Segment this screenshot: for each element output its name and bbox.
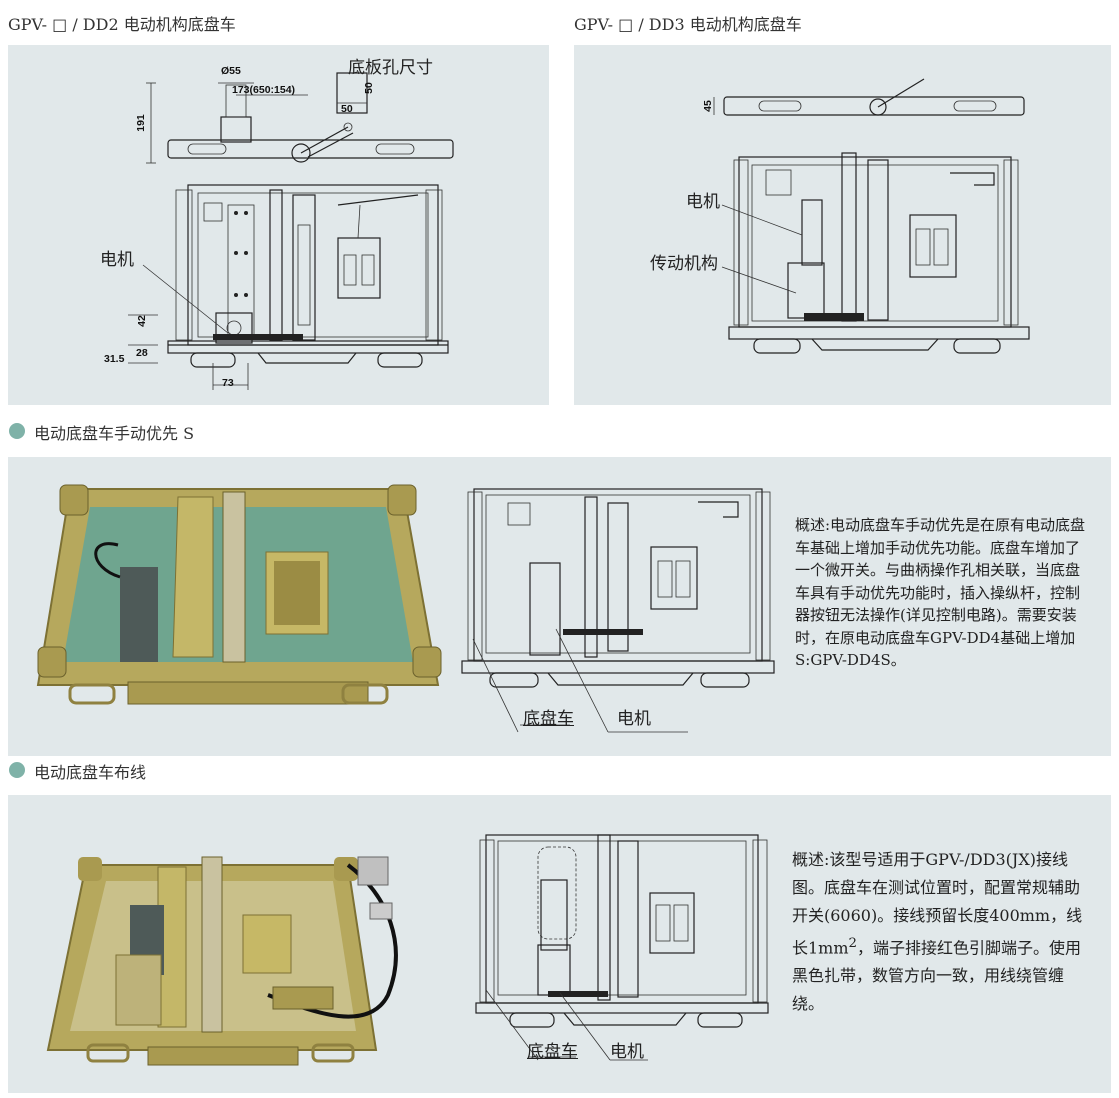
dim-173: 173(650:154) <box>232 84 296 96</box>
dd2-technical-drawing <box>128 72 454 390</box>
dd3-drawing-panel: 45 电机 传动机构 <box>574 45 1111 405</box>
section-bullet-icon <box>9 762 25 778</box>
dd3-mechanism-label: 传动机构 <box>650 254 718 274</box>
wiring-description: 概述:该型号适用于GPV-/DD3(JX)接线图。底盘车在测试位置时，配置常规辅… <box>792 846 1090 1018</box>
dd2-drawing-panel: 底板孔尺寸 电机 Ø55 173(650:154) 191 50 50 42 2… <box>8 45 549 405</box>
wiring-panel: 底盘车 电机 概述:该型号适用于GPV-/DD3(JX)接线图。底盘车在测试位置… <box>8 795 1111 1093</box>
wiring-illustrations <box>46 834 769 1066</box>
dd3-title: GPV- □ / DD3 电动机构底盘车 <box>574 15 802 34</box>
wiring-superscript: 2 <box>848 936 858 951</box>
wiring-motor-label: 电机 <box>610 1042 644 1062</box>
manual-priority-heading: 电动底盘车手动优先 S <box>34 424 195 443</box>
manual-priority-description: 概述:电动底盘车手动优先是在原有电动底盘车基础上增加手动优先功能。底盘车增加了一… <box>795 516 1086 669</box>
wiring-heading: 电动底盘车布线 <box>34 763 147 782</box>
dd2-title: GPV- □ / DD2 电动机构底盘车 <box>8 15 236 34</box>
hole-size-label: 底板孔尺寸 <box>348 58 433 78</box>
dd2-motor-label: 电机 <box>100 250 134 270</box>
dim-50-b: 50 <box>362 82 375 94</box>
manual-chassis-label: 底盘车 <box>523 709 574 729</box>
dim-45: 45 <box>701 100 714 112</box>
dim-191: 191 <box>134 114 147 132</box>
dim-42: 42 <box>135 315 148 327</box>
section-bullet-icon <box>9 423 25 439</box>
manual-motor-label: 电机 <box>617 709 651 729</box>
manual-priority-panel: 底盘车 电机 概述:电动底盘车手动优先是在原有电动底盘车基础上增加手动优先功能。… <box>8 457 1111 756</box>
dd3-technical-drawing <box>713 78 1030 354</box>
dd3-motor-label: 电机 <box>686 192 720 212</box>
wiring-description-part1: 概述:该型号适用于GPV-/DD3(JX)接线图。底盘车在测试位置时，配置常规辅… <box>792 850 1083 958</box>
dim-d55: Ø55 <box>221 65 241 77</box>
dim-31-5: 31.5 <box>104 353 125 365</box>
manual-priority-illustrations <box>36 484 775 733</box>
wiring-description-part2: ，端子排接红色引脚端子。使用黑色扎带，数管方向一致，用线绕管缠绕。 <box>792 938 1082 1014</box>
wiring-chassis-label: 底盘车 <box>527 1042 578 1062</box>
dim-28: 28 <box>136 347 148 359</box>
dim-73: 73 <box>222 377 234 389</box>
dim-50-a: 50 <box>341 103 353 115</box>
